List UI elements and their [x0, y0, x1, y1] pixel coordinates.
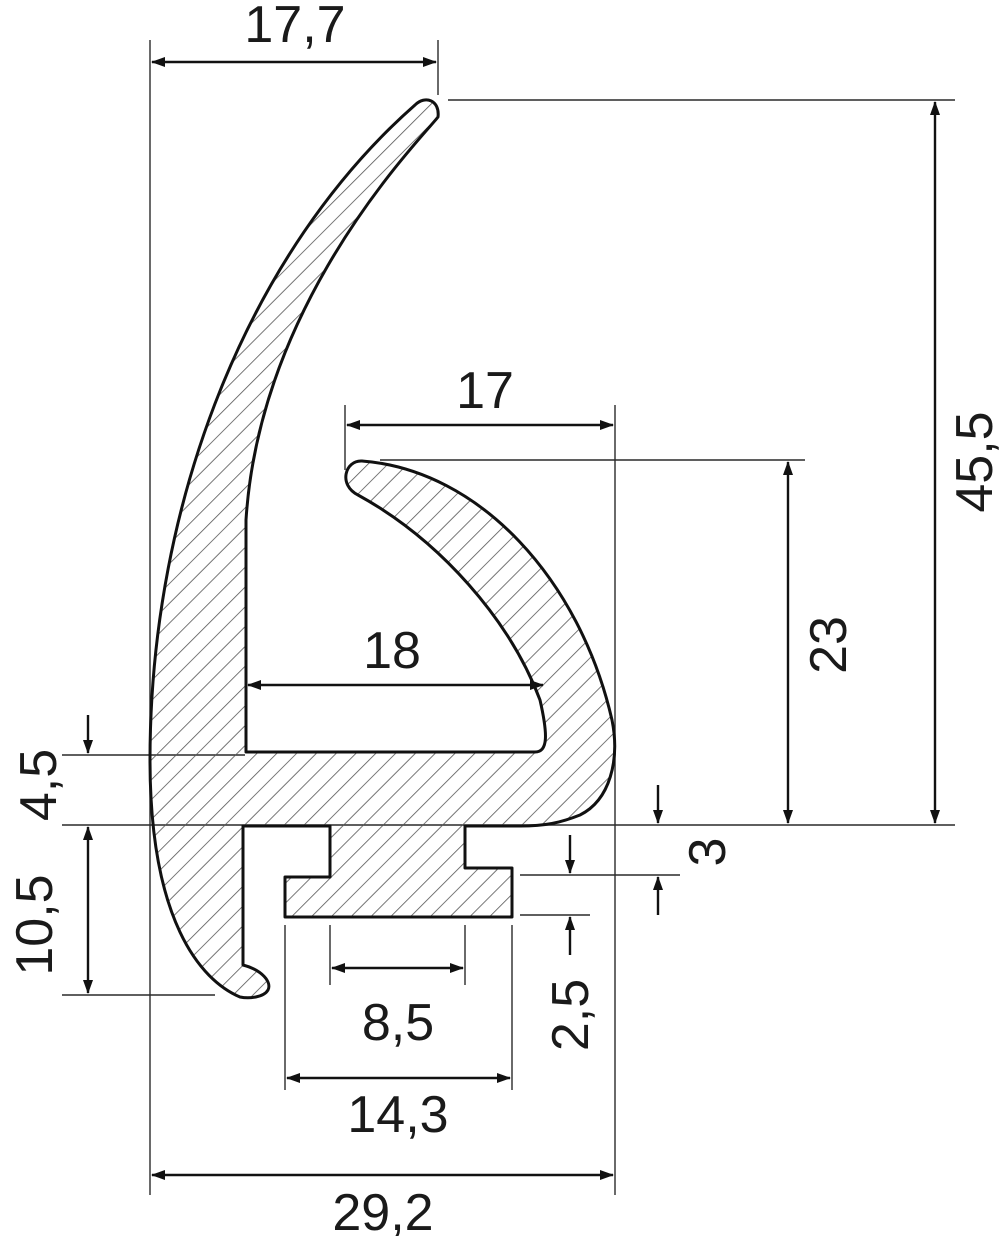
dim-neck-width: 8,5: [362, 994, 434, 1052]
dim-base-thickness: 4,5: [10, 749, 68, 821]
dim-lower-height: 10,5: [6, 874, 64, 975]
dim-flange-thickness: 2,5: [542, 979, 600, 1051]
dim-groove-depth: 3: [679, 838, 737, 867]
dimension-lines: [83, 57, 940, 1180]
dim-total-width: 29,2: [332, 1184, 433, 1236]
dim-inner-width: 18: [363, 622, 421, 680]
extension-lines: [62, 40, 955, 1195]
dim-lip-width: 17: [456, 362, 514, 420]
profile-body: [148, 98, 617, 1000]
dim-lip-height: 23: [800, 616, 858, 674]
dim-flange-width: 14,3: [347, 1086, 448, 1144]
dim-top-width: 17,7: [244, 0, 345, 54]
dim-total-height: 45,5: [946, 411, 1000, 512]
